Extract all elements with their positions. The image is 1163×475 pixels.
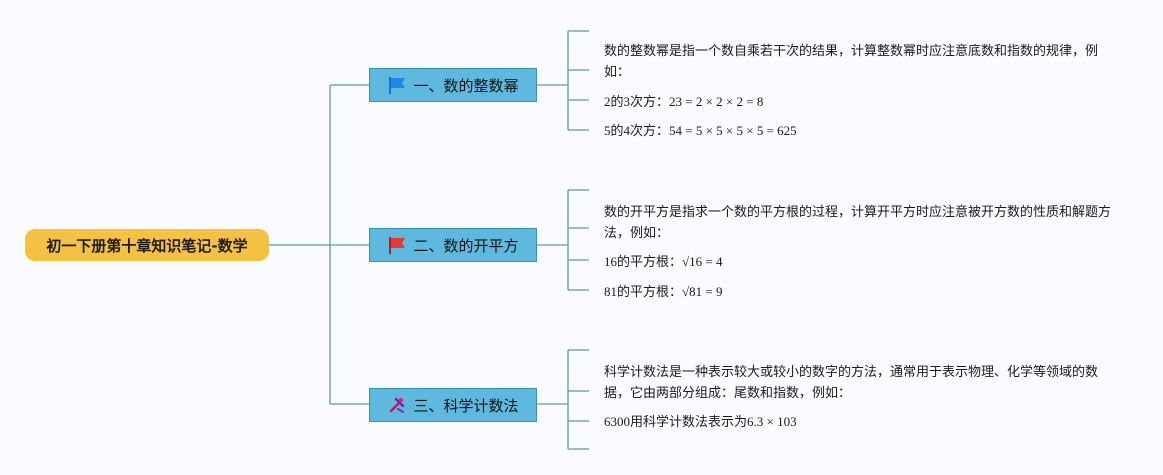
branch-3-leaf-2: 6300用科学计数法表示为6.3 × 103 xyxy=(604,414,797,429)
branch-1-label: 一、数的整数幂 xyxy=(413,76,519,95)
branch-node-1[interactable]: 一、数的整数幂 xyxy=(369,68,537,102)
branch-3-label: 三、科学计数法 xyxy=(413,396,519,415)
branch-1-leaf-1: 数的整数幂是指一个数自乘若干次的结果，计算整数幂时应注意底数和指数的规律，例如： xyxy=(604,43,1099,79)
branch-1-leaf-2: 2的3次方：23 = 2 × 2 × 2 = 8 xyxy=(604,94,764,109)
branch-3-leaf-ticks xyxy=(568,390,589,422)
root-label: 初一下册第十章知识笔记-数学 xyxy=(46,236,248,255)
blue-flag-icon xyxy=(387,75,407,95)
branch-2-bracket-ends xyxy=(568,189,589,291)
branch-1-leaf-ticks xyxy=(568,69,589,101)
root-node[interactable]: 初一下册第十章知识笔记-数学 xyxy=(25,229,269,261)
branch-2-label: 二、数的开平方 xyxy=(413,236,519,255)
branch-2-leaf-2: 16的平方根：√16 = 4 xyxy=(604,254,723,269)
branch-2-leaf-ticks xyxy=(568,227,589,261)
branch-1-bracket-ends xyxy=(568,30,589,131)
branch-3-bracket-ends xyxy=(568,349,589,450)
branch-node-3[interactable]: 三、科学计数法 xyxy=(369,388,537,422)
branch-2-leaf-1: 数的开平方是指求一个数的平方根的过程，计算开平方时应注意被开方数的性质和解题方法… xyxy=(604,204,1112,240)
branch-3-leaf-1: 科学计数法是一种表示较大或较小的数字的方法，通常用于表示物理、化学等领域的数据，… xyxy=(604,364,1099,400)
red-flag-icon xyxy=(387,235,407,255)
branch-1-leaf-3: 5的4次方：54 = 5 × 5 × 5 × 5 = 625 xyxy=(604,123,797,138)
tools-icon xyxy=(387,395,407,415)
branch-node-2[interactable]: 二、数的开平方 xyxy=(369,228,537,262)
branch-2-leaf-3: 81的平方根：√81 = 9 xyxy=(604,284,723,299)
